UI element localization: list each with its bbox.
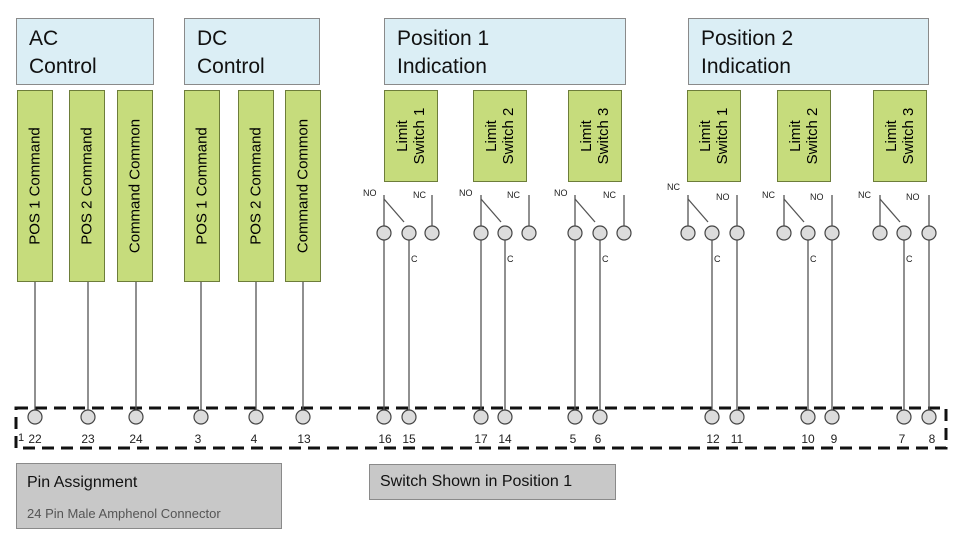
ac-command-common-block: Command Common [117, 90, 153, 282]
pos1-header-line2: Indication [397, 55, 487, 78]
pos1-sw2-right-label: NC [507, 190, 520, 200]
dc-pos2-command-block: POS 2 Command [238, 90, 274, 282]
dc-header-line1: DC [197, 27, 228, 50]
pin-assignment-box: Pin Assignment 24 Pin Male Amphenol Conn… [16, 463, 282, 529]
pos2-sw1-left-label: NC [667, 182, 680, 192]
command-wires [34, 282, 304, 410]
connector-pins [27, 409, 937, 425]
connector-end-marker: 1 [17, 432, 25, 444]
pos2-header-line2: Indication [701, 55, 791, 78]
pos2-sw3-left-label: NC [858, 190, 871, 200]
switch-position-note: Switch Shown in Position 1 [369, 464, 616, 500]
pin-number: 11 [730, 432, 744, 446]
pos1-switch-wiring [383, 195, 625, 410]
pos2-sw3-right-label: NO [906, 192, 920, 202]
ac-pos1-command-block: POS 1 Command [17, 90, 53, 282]
position2-indication-header: Position 2 Indication [688, 18, 929, 85]
pos1-sw3-common-label: C [602, 254, 609, 264]
switch-position-note-text: Switch Shown in Position 1 [380, 473, 573, 490]
pin-number: 13 [297, 432, 311, 446]
pos1-sw3-right-label: NC [603, 190, 616, 200]
pin-number: 6 [594, 432, 602, 446]
pos1-sw3-left-label: NO [554, 188, 568, 198]
pin-number: 16 [378, 432, 392, 446]
ac-header-line2: Control [29, 55, 97, 78]
pin-number: 17 [474, 432, 488, 446]
pin-number: 7 [898, 432, 906, 446]
pos2-switch-wiring [687, 195, 930, 410]
pos1-limit-switch-3-block: Limit Switch 3 [568, 90, 622, 182]
pos2-sw1-right-label: NO [716, 192, 730, 202]
pos2-header-line1: Position 2 [701, 27, 794, 50]
dc-control-header: DC Control [184, 18, 320, 85]
ac-header-line1: AC [29, 27, 59, 50]
pos1-header-line1: Position 1 [397, 27, 490, 50]
pos1-sw1-right-label: NC [413, 190, 426, 200]
dc-header-line2: Control [197, 55, 265, 78]
ac-control-header: AC Control [16, 18, 154, 85]
pin-number: 15 [402, 432, 416, 446]
pin-number: 8 [928, 432, 936, 446]
pin-number: 5 [569, 432, 577, 446]
pos2-sw1-common-label: C [714, 254, 721, 264]
pin-number: 10 [801, 432, 815, 446]
pin-number: 4 [250, 432, 258, 446]
pin-number: 9 [830, 432, 838, 446]
position1-indication-header: Position 1 Indication [384, 18, 626, 85]
ac-pos2-command-block: POS 2 Command [69, 90, 105, 282]
pin-number: 23 [81, 432, 95, 446]
pin-number: 12 [706, 432, 720, 446]
pos2-sw2-right-label: NO [810, 192, 824, 202]
pos1-limit-switch-1-block: Limit Switch 1 [384, 90, 438, 182]
pos1-sw1-common-label: C [411, 254, 418, 264]
switch-contacts [376, 225, 937, 241]
pos1-sw2-common-label: C [507, 254, 514, 264]
pos2-sw2-common-label: C [810, 254, 817, 264]
pin-number: 22 [28, 432, 42, 446]
pos1-limit-switch-2-block: Limit Switch 2 [473, 90, 527, 182]
pin-number: 24 [129, 432, 143, 446]
pos1-sw1-left-label: NO [363, 188, 377, 198]
pos2-sw3-common-label: C [906, 254, 913, 264]
pin-assignment-subtitle: 24 Pin Male Amphenol Connector [27, 506, 221, 521]
dc-pos1-command-block: POS 1 Command [184, 90, 220, 282]
pos1-sw2-left-label: NO [459, 188, 473, 198]
dc-command-common-block: Command Common [285, 90, 321, 282]
pos2-sw2-left-label: NC [762, 190, 775, 200]
pos2-limit-switch-3-block: Limit Switch 3 [873, 90, 927, 182]
pos2-limit-switch-1-block: Limit Switch 1 [687, 90, 741, 182]
pin-number: 14 [498, 432, 512, 446]
pin-assignment-title: Pin Assignment [27, 474, 138, 491]
pin-number: 3 [194, 432, 202, 446]
pos2-limit-switch-2-block: Limit Switch 2 [777, 90, 831, 182]
